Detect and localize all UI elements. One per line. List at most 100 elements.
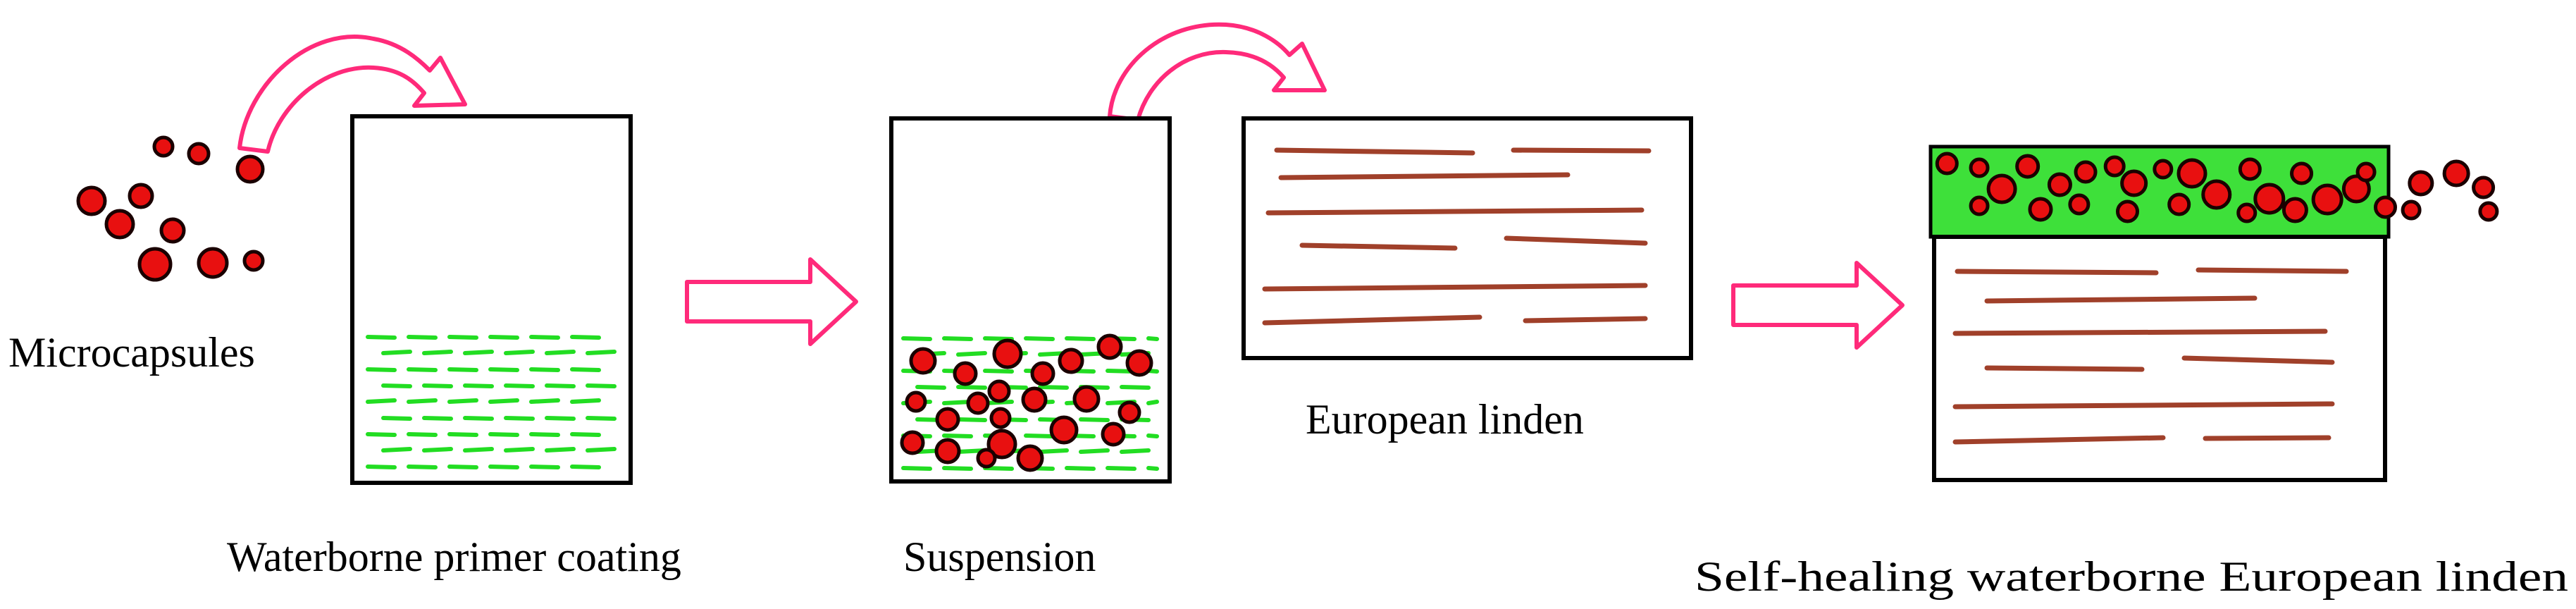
coating-dash (1146, 466, 1159, 471)
coating-dash (901, 336, 932, 341)
coating-dash (545, 416, 576, 421)
suspension-container (889, 116, 1172, 484)
microcapsule-icon (1969, 157, 1990, 178)
microcapsule-icon (905, 390, 927, 413)
microcapsule-icon (197, 247, 229, 279)
wood-grain-line (1952, 435, 2166, 445)
coating-dash (504, 350, 535, 355)
microcapsule-icon (900, 430, 925, 455)
microcapsule-icon (987, 379, 1011, 403)
coating-dash (504, 447, 535, 453)
coating-dash (956, 417, 987, 422)
coating-dash (488, 335, 519, 340)
microcapsule-icon (909, 347, 937, 375)
straight-arrow-icon (1731, 261, 1905, 350)
microcapsule-icon (2068, 193, 2091, 216)
microcapsule-icon (1117, 400, 1141, 424)
suspension-label: Suspension (903, 534, 1096, 580)
coating-microcapsules (1935, 152, 2499, 223)
microcapsule-icon (159, 217, 186, 244)
coating-dash (529, 432, 560, 437)
microcapsule-icon (1969, 195, 1990, 216)
coating-dash (956, 351, 987, 357)
microcapsule-icon (2341, 174, 2371, 204)
microcapsule-icon (1016, 444, 1044, 472)
coating-dash (570, 432, 601, 437)
microcapsule-icon (966, 391, 990, 415)
curved-arrow-icon (237, 35, 467, 154)
microcapsule-icon (934, 438, 961, 465)
coating-dash (529, 367, 560, 372)
coating-dash (901, 466, 932, 471)
microcapsule-icon (2236, 202, 2258, 223)
coating-dash (422, 447, 453, 453)
coating-dash (1079, 417, 1110, 422)
microcapsule-icon (2153, 159, 2174, 180)
coating-dash (529, 398, 560, 404)
microcapsule-icon (1986, 173, 2017, 204)
microcapsule-icon (2311, 183, 2343, 216)
microcapsule-icon (1096, 333, 1123, 360)
coating-dash (366, 432, 397, 437)
wood-grain-line (1504, 235, 1648, 246)
linden-label: European linden (1306, 396, 1584, 443)
coating-dash (463, 447, 494, 453)
self-healing-panel (1928, 144, 2499, 482)
coating-dash (570, 335, 601, 340)
coating-dash (407, 432, 438, 437)
microcapsule-icon (2167, 192, 2191, 216)
coating-dash (488, 398, 519, 404)
microcapsule-icon (935, 407, 960, 432)
microcapsule-icon (2028, 197, 2053, 222)
coating-dash (1065, 466, 1096, 471)
coating-dash (407, 367, 438, 372)
wood-grain-line (1952, 328, 2328, 336)
coating-dash (381, 416, 412, 421)
microcapsule-icon (2401, 199, 2422, 221)
primer-label: Waterborne primer coating (227, 534, 681, 580)
curved-arrow-icon (1108, 22, 1327, 122)
microcapsule-icon (1101, 422, 1126, 447)
coating-dash (366, 335, 397, 340)
wood-grain-line (1955, 269, 2159, 276)
coating-dash (463, 350, 494, 355)
coating-dash (1120, 448, 1151, 454)
coating-dash (942, 336, 973, 341)
coating-dash (1079, 448, 1110, 454)
coating-dash (422, 350, 453, 355)
microcapsule-icon (2442, 159, 2470, 187)
microcapsule-icon (242, 250, 265, 272)
wood-grain-line (1278, 172, 1571, 180)
microcapsule-icon (2074, 160, 2098, 184)
coating-dash (1120, 385, 1151, 390)
microcapsule-icon (2238, 157, 2262, 181)
wood-grain-line (1523, 316, 1648, 324)
coating-dash (586, 416, 617, 421)
microcapsule-icon (235, 154, 265, 184)
wood-grain-line (1984, 365, 2145, 372)
microcapsule-icon (2120, 169, 2148, 197)
wood-grain-line (1262, 283, 1648, 292)
microcapsule-icon (1935, 152, 1959, 176)
coating-dash (983, 466, 1014, 471)
microcapsule-icon (2374, 195, 2397, 219)
linden-wood-grain (1262, 147, 1652, 326)
microcapsule-icon (2355, 161, 2377, 183)
microcapsule-icon (2253, 183, 2286, 215)
microcapsule-icon (137, 247, 173, 282)
coating-dash (570, 398, 601, 404)
coating-dash (407, 335, 438, 340)
microcapsule-icon (2408, 170, 2434, 197)
primer-container (350, 114, 633, 485)
wood-grain-line (1984, 295, 2258, 304)
microcapsule-icon (187, 142, 211, 166)
coating-dash (1024, 336, 1055, 341)
microcapsule-icon (2472, 176, 2496, 199)
coating-dash (488, 432, 519, 437)
coating-dash (407, 398, 438, 404)
wood-grain-line (1265, 207, 1645, 216)
microcapsule-icon (953, 361, 978, 386)
coating-dash (570, 367, 601, 372)
coating-dash (463, 416, 494, 421)
